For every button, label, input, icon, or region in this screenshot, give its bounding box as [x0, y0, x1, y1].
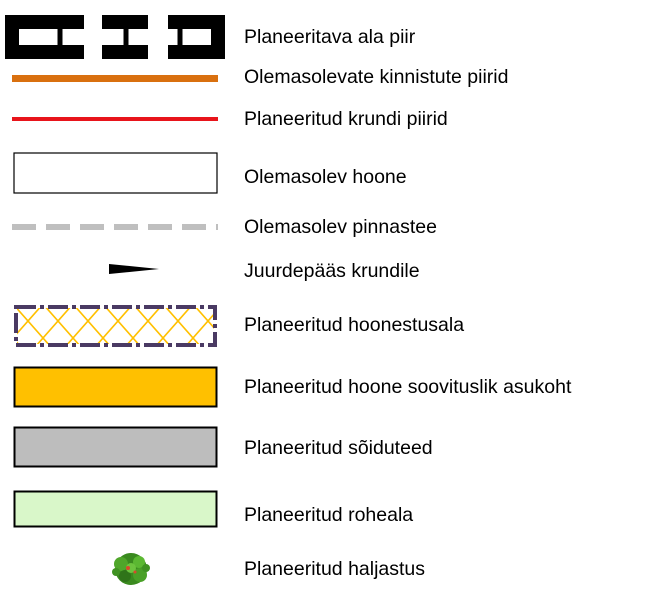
- crosshatched-rectangle-icon: [14, 305, 217, 347]
- orange-rectangle-icon: [13, 366, 218, 408]
- grey-rectangle-icon: [13, 426, 218, 468]
- grey-dashed-line-icon: [12, 224, 218, 230]
- legend-label-olemasolev-hoone: Olemasolev hoone: [244, 166, 407, 188]
- tree-icon: [112, 553, 150, 585]
- legend-label-planeeritud-haljastus: Planeeritud haljastus: [244, 558, 426, 580]
- legend-label-juurdepaas-krundile: Juurdepääs krundile: [244, 260, 420, 282]
- legend-label-planeeritud-hoonestusala: Planeeritud hoonestusala: [244, 314, 465, 336]
- legend-label-planeeritud-hoone-soovituslik-asukoht: Planeeritud hoone soovituslik asukoht: [244, 376, 572, 398]
- red-line-icon: [12, 117, 218, 121]
- legend-label-olemasolevate-kinnistute-piirid: Olemasolevate kinnistute piirid: [244, 66, 509, 88]
- legend-label-planeeritava-ala-piir: Planeeritava ala piir: [244, 26, 416, 48]
- legend-label-planeeritud-krundi-piirid: Planeeritud krundi piirid: [244, 108, 448, 130]
- legend-label-planeeritud-roheala: Planeeritud roheala: [244, 504, 414, 526]
- white-rectangle-icon: [13, 152, 218, 194]
- dashed-black-boundary-icon: [0, 10, 230, 64]
- light-green-rectangle-icon: [13, 490, 218, 528]
- legend-label-planeeritud-soiduteed: Planeeritud sõiduteed: [244, 437, 433, 459]
- legend-label-olemasolev-pinnastee: Olemasolev pinnastee: [244, 216, 437, 238]
- black-arrow-icon: [109, 264, 159, 274]
- orange-line-icon: [12, 75, 218, 82]
